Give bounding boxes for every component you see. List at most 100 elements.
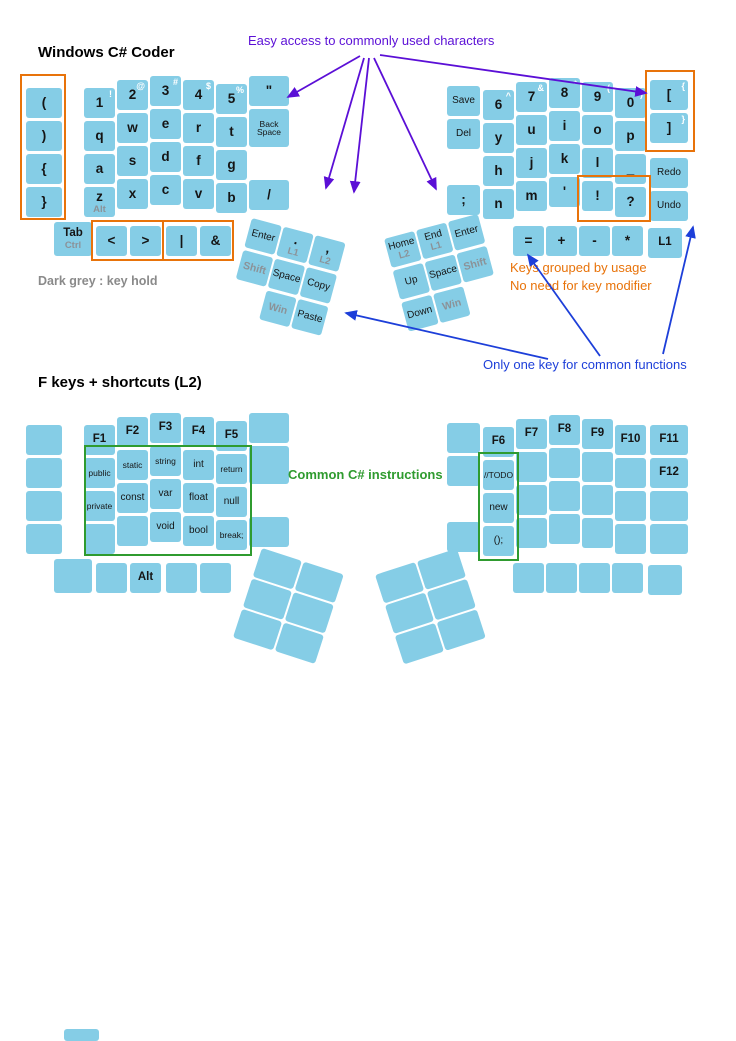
key-blank: [546, 563, 577, 593]
key-a: a: [84, 154, 115, 184]
key-f7: F7: [516, 419, 547, 449]
key-k: k: [549, 144, 580, 174]
key-w: w: [117, 113, 148, 143]
key-4: 4$: [183, 80, 214, 110]
key-f9: F9: [582, 419, 613, 449]
key-float: float: [183, 483, 214, 513]
key-return: return: [216, 454, 247, 484]
key-7: 7&: [516, 82, 547, 112]
key-blank: [26, 425, 62, 455]
key-2: 2@: [117, 80, 148, 110]
key-blank: [650, 491, 688, 521]
key-j: j: [516, 148, 547, 178]
key-q: q: [84, 121, 115, 151]
key-blank: [249, 413, 289, 443]
key-blank: [447, 456, 480, 486]
key-blank: [26, 491, 62, 521]
key-semicolon: ;: [447, 185, 480, 215]
key-n: n: [483, 189, 514, 219]
key-static: static: [117, 450, 148, 480]
key-ampersand: &: [200, 226, 231, 256]
key-blank: [615, 491, 646, 521]
key-bool: bool: [183, 516, 214, 546]
key-g: g: [216, 150, 247, 180]
key-todo-comment: //TODO: [483, 460, 514, 490]
key-comma: ,L2: [307, 235, 346, 273]
key-parens-semicolon: ();: [483, 526, 514, 556]
key-l1: L1: [648, 228, 682, 258]
key-paste: Paste: [290, 298, 329, 336]
key-5: 5%: [216, 84, 247, 114]
key-h: h: [483, 156, 514, 186]
key-blank: [516, 452, 547, 482]
key-f6: F6: [483, 427, 514, 457]
key-underscore: _: [615, 154, 646, 184]
key-3: 3#: [150, 76, 181, 106]
key-void: void: [150, 512, 181, 542]
key-copy: Copy: [299, 266, 338, 304]
key-s: s: [117, 146, 148, 176]
key-c: c: [150, 175, 181, 205]
key-fragment: [64, 1029, 99, 1041]
key-e: e: [150, 109, 181, 139]
key-blank: [549, 481, 580, 511]
key-blank: [117, 516, 148, 546]
key-f2: F2: [117, 417, 148, 447]
key-shift: Shift: [456, 245, 495, 283]
key-t: t: [216, 117, 247, 147]
key-0: 0): [615, 88, 646, 118]
key-b: b: [216, 183, 247, 213]
annotation-no-modifier: No need for key modifier: [510, 278, 652, 293]
key-blank: [516, 485, 547, 515]
annotation-key-hold: Dark grey : key hold: [38, 274, 158, 288]
key-6: 6^: [483, 90, 514, 120]
key-exclamation: !: [582, 181, 613, 211]
key-space: Space: [424, 254, 463, 292]
key-r: r: [183, 113, 214, 143]
key-down: Down: [401, 294, 439, 332]
key-save: Save: [447, 86, 480, 116]
key-back-space: Back Space: [249, 109, 289, 147]
key-f3: F3: [150, 413, 181, 443]
key-p: p: [615, 121, 646, 151]
key-break: break;: [216, 520, 247, 550]
layer2-title: F keys + shortcuts (L2): [38, 374, 202, 391]
key-open-bracket: [{: [650, 80, 688, 110]
key-new: new: [483, 493, 514, 523]
key-blank: [648, 565, 682, 595]
key-blank: [26, 524, 62, 554]
key-up: Up: [392, 262, 431, 300]
key-f8: F8: [549, 415, 580, 445]
key-shift: Shift: [235, 249, 274, 287]
key-public: public: [84, 458, 115, 488]
key-9: 9(: [582, 82, 613, 112]
key-f10: F10: [615, 425, 646, 455]
key-del: Del: [447, 119, 480, 149]
key-win: Win: [259, 290, 297, 328]
key-null: null: [216, 487, 247, 517]
key-f: f: [183, 146, 214, 176]
key-enter: Enter: [244, 218, 282, 256]
key-y: y: [483, 123, 514, 153]
key-blank: [582, 485, 613, 515]
key-blank: [166, 563, 197, 593]
key-blank: [200, 563, 231, 593]
key-f5: F5: [216, 421, 247, 451]
key-blank: [26, 458, 62, 488]
key-double-quote: ": [249, 76, 289, 106]
key-blank: [549, 448, 580, 478]
key-alt: Alt: [130, 563, 161, 593]
key-int: int: [183, 450, 214, 480]
annotation-one-key: Only one key for common functions: [483, 357, 687, 372]
key-f4: F4: [183, 417, 214, 447]
key-greater-than: >: [130, 226, 161, 256]
key-blank: [549, 514, 580, 544]
key-space: Space: [267, 258, 306, 296]
key-1: 1!: [84, 88, 115, 118]
key-blank: [615, 458, 646, 488]
key-l: l: [582, 148, 613, 178]
key-equals: =: [513, 226, 544, 256]
